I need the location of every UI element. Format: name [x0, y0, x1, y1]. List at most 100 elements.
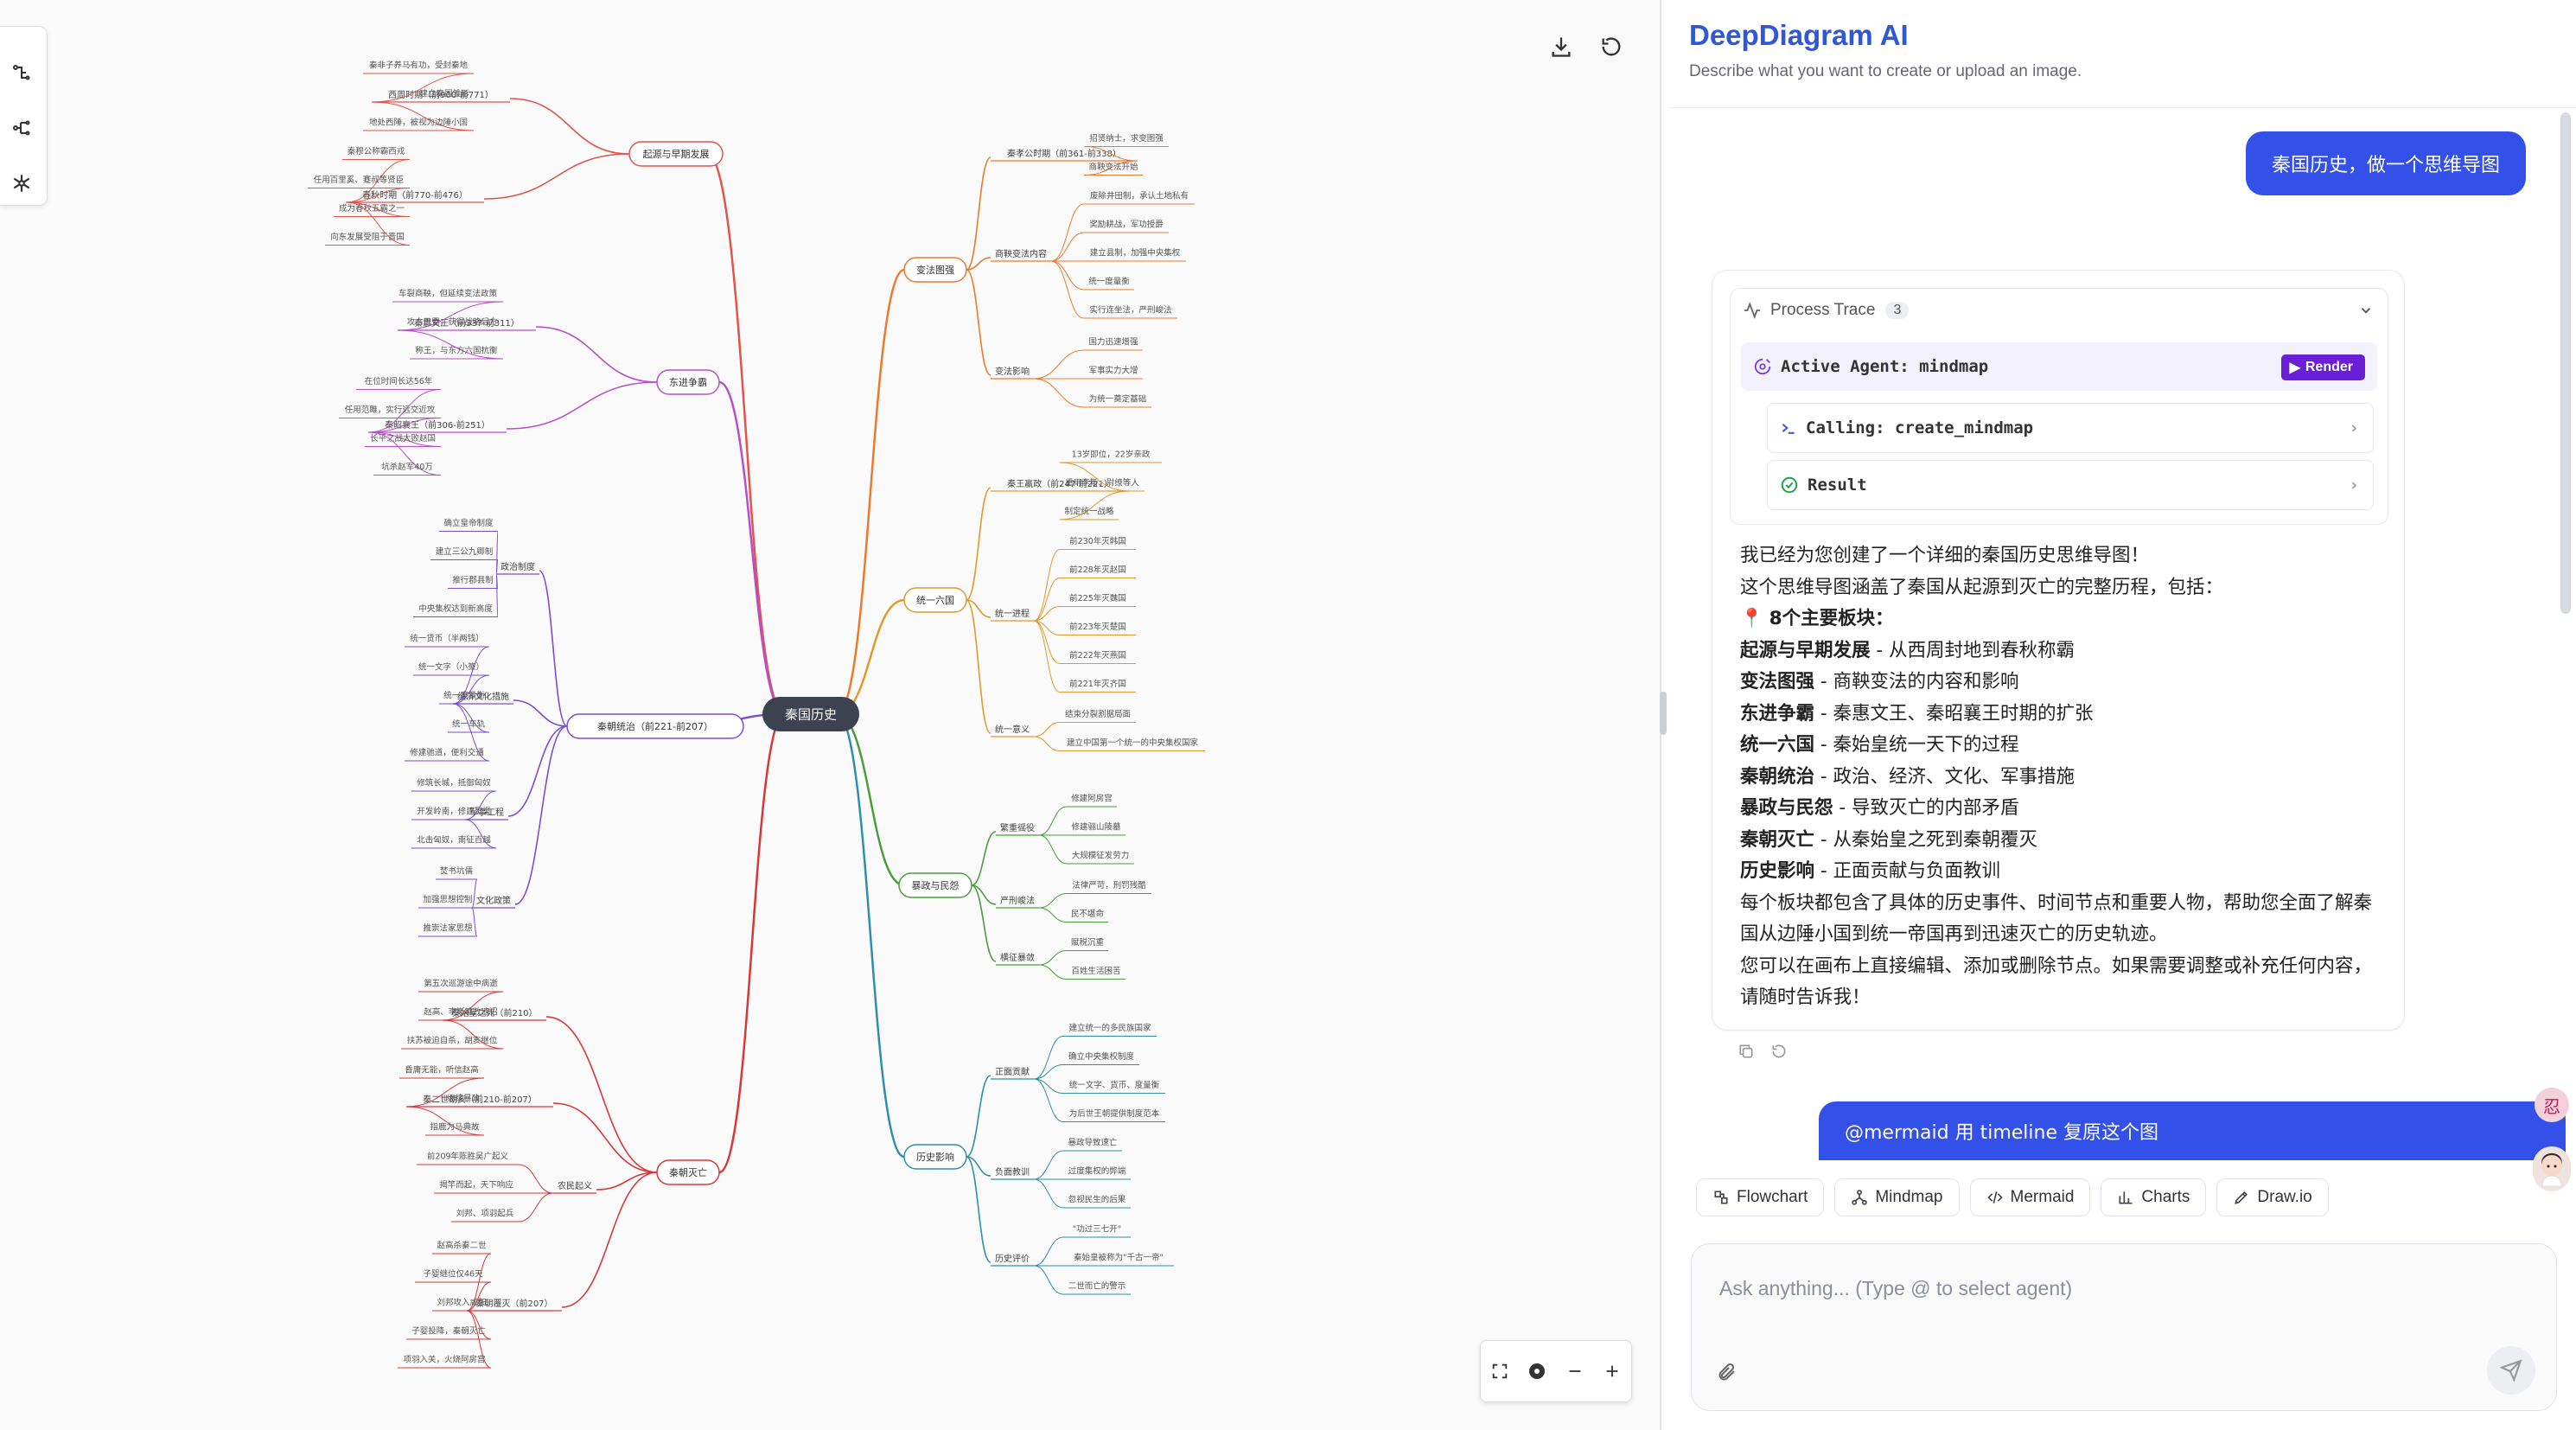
leaf-label[interactable]: 二世而亡的警示 [1068, 1281, 1126, 1292]
child-label[interactable]: 变法影响 [995, 366, 1030, 377]
leaf-label[interactable]: 秦始皇被称为"千古一帝" [1074, 1253, 1164, 1263]
leaf-label[interactable]: 统一文字、货币、度量衡 [1069, 1080, 1160, 1090]
panel-resize-handle[interactable] [1660, 692, 1667, 735]
chip-flowchart[interactable]: Flowchart [1696, 1178, 1825, 1216]
leaf-label[interactable]: 项羽入关，火烧阿房宫 [403, 1355, 485, 1365]
leaf-label[interactable]: 攻占巴蜀，获得战略后方 [407, 317, 498, 328]
reset-icon[interactable] [1594, 29, 1629, 64]
child-label[interactable]: 秦王嬴政（前247-前221） [1007, 478, 1113, 489]
leaf-label[interactable]: 结束分裂割据局面 [1065, 709, 1131, 719]
child-label[interactable]: 农民起义 [558, 1180, 592, 1191]
child-label[interactable]: 春秋时期（前770-前476） [362, 189, 468, 201]
leaf-label[interactable]: "功过三七开" [1073, 1224, 1121, 1235]
leaf-label[interactable]: 大规模征发劳力 [1072, 851, 1130, 861]
assistant-avatar[interactable] [2533, 1146, 2571, 1191]
leaf-label[interactable]: 实行连坐法，严刑峻法 [1089, 305, 1171, 316]
leaf-label[interactable]: 扶苏被迫自杀，胡亥继位 [407, 1036, 498, 1046]
leaf-label[interactable]: 揭竿而起，天下响应 [439, 1180, 513, 1191]
child-label[interactable]: 秦昭襄王（前306-前251） [385, 419, 490, 431]
leaf-label[interactable]: 北击匈奴，南征百越 [417, 835, 491, 846]
leaf-label[interactable]: 前228年灭赵国 [1069, 565, 1126, 575]
chip-charts[interactable]: Charts [2101, 1178, 2207, 1216]
leaf-label[interactable]: 确立中央集权制度 [1068, 1051, 1135, 1062]
child-label[interactable]: 负面教训 [995, 1166, 1030, 1178]
leaf-label[interactable]: 制定统一战略 [1064, 507, 1114, 517]
chat-input[interactable] [1718, 1270, 2499, 1306]
leaf-label[interactable]: 过度集权的弊端 [1068, 1166, 1126, 1177]
render-button[interactable]: ▶Render [2280, 354, 2365, 380]
send-button[interactable] [2487, 1346, 2535, 1395]
branch-label[interactable]: 历史影响 [916, 1152, 954, 1163]
leaf-label[interactable]: 加强思想控制 [423, 895, 472, 905]
leaf-label[interactable]: 招贤纳士，求变图强 [1089, 133, 1164, 144]
branch-label[interactable]: 暴政与民怨 [912, 879, 960, 891]
leaf-label[interactable]: 重用李斯、尉缭等人 [1065, 478, 1139, 488]
chip-mermaid[interactable]: Mermaid [1969, 1178, 2091, 1216]
mindmap-svg[interactable]: 起源与早期发展西周时期（前900-前771）秦非子养马有功，受封秦地建立秦国雏形… [0, 0, 1660, 1430]
leaf-label[interactable]: 修建阿房宫 [1071, 794, 1113, 804]
child-label[interactable]: 严刑峻法 [1000, 895, 1035, 906]
leaf-label[interactable]: 商鞅变法开始 [1088, 162, 1138, 172]
leaf-label[interactable]: 建立县制，加强中央集权 [1090, 248, 1181, 259]
leaf-label[interactable]: 向东发展受阻于晋国 [330, 232, 405, 242]
child-label[interactable]: 秦始皇之死（前210） [451, 1007, 537, 1018]
attach-icon[interactable] [1716, 1362, 1737, 1386]
chip-drawio[interactable]: Draw.io [2216, 1178, 2329, 1216]
branch-label[interactable]: 东进争霸 [669, 376, 707, 388]
leaf-label[interactable]: 称王，与东方六国抗衡 [415, 346, 498, 356]
leaf-label[interactable]: 忽视民生的后果 [1068, 1195, 1126, 1205]
zoom-in-icon[interactable] [1597, 1356, 1628, 1387]
leaf-label[interactable]: 统一度量衡 [443, 691, 485, 701]
leaf-label[interactable]: 焚书坑儒 [440, 866, 474, 877]
leaf-label[interactable]: 修建骊山陵墓 [1071, 822, 1121, 833]
leaf-label[interactable]: 前221年灭齐国 [1069, 679, 1126, 689]
leaf-label[interactable]: 法律严苛，刑罚残酷 [1072, 880, 1146, 891]
root-label[interactable]: 秦国历史 [785, 707, 837, 723]
leaf-label[interactable]: 建立秦国雏形 [419, 89, 469, 99]
child-label[interactable]: 秦惠文王（前337-前311） [414, 317, 520, 329]
child-label[interactable]: 秦孝公时期（前361-前338） [1007, 148, 1121, 159]
leaf-label[interactable]: 建立中国第一个统一的中央集权国家 [1067, 737, 1199, 748]
leaf-label[interactable]: 废除井田制，承认土地私有 [1090, 191, 1189, 201]
chip-mindmap[interactable]: Mindmap [1834, 1178, 1960, 1216]
leaf-label[interactable]: 修建驰道，便利交通 [410, 748, 484, 758]
branch-label[interactable]: 统一六国 [916, 595, 954, 606]
branch-label[interactable]: 起源与早期发展 [643, 148, 710, 160]
leaf-label[interactable]: 第五次巡游途中病逝 [424, 979, 498, 989]
leaf-label[interactable]: 赋税沉重 [1071, 937, 1105, 948]
branch-label[interactable]: 秦朝统治（前221-前207） [597, 720, 713, 732]
leaf-label[interactable]: 任用百里奚、蹇叔等贤臣 [314, 175, 405, 185]
leaf-label[interactable]: 刘邦、项羽起兵 [456, 1209, 514, 1219]
leaf-label[interactable]: 前223年灭楚国 [1069, 622, 1126, 632]
leaf-label[interactable]: 秦非子养马有功，受封秦地 [369, 61, 469, 71]
leaf-label[interactable]: 子婴投降，秦朝灭亡 [411, 1326, 486, 1337]
child-label[interactable]: 秦二世胡亥（前210-前207） [423, 1094, 537, 1105]
leaf-label[interactable]: 确立皇帝制度 [443, 518, 494, 528]
leaf-label[interactable]: 国力迅速增强 [1088, 337, 1138, 348]
leaf-label[interactable]: 暴政导致速亡 [1068, 1138, 1117, 1148]
leaf-label[interactable]: 刘邦攻入咸阳 [437, 1298, 486, 1308]
child-label[interactable]: 正面贡献 [995, 1066, 1030, 1077]
leaf-label[interactable]: 中央集权达到新高度 [418, 603, 493, 614]
leaf-label[interactable]: 奖励耕战，军功授爵 [1089, 220, 1164, 230]
leaf-label[interactable]: 军事实力大增 [1088, 366, 1138, 376]
retry-icon[interactable] [1770, 1043, 1788, 1063]
leaf-label[interactable]: 赵高、李斯篡改遗诏 [424, 1007, 498, 1018]
leaf-label[interactable]: 秦穆公称霸西戎 [348, 146, 405, 156]
branch-label[interactable]: 秦朝灭亡 [669, 1166, 707, 1178]
process-trace-header[interactable]: Process Trace 3 [1731, 289, 2388, 332]
leaf-label[interactable]: 前230年灭韩国 [1069, 536, 1126, 546]
child-label[interactable]: 经济文化措施 [457, 691, 509, 702]
leaf-label[interactable]: 为后世王朝提供制度范本 [1069, 1108, 1160, 1119]
child-label[interactable]: 统一进程 [995, 608, 1030, 619]
leaf-label[interactable]: 任用范雎，实行远交近攻 [345, 405, 436, 415]
leaf-label[interactable]: 前222年灭燕国 [1069, 650, 1126, 661]
mindmap-canvas[interactable]: 起源与早期发展西周时期（前900-前771）秦非子养马有功，受封秦地建立秦国雏形… [0, 0, 1661, 1430]
download-icon[interactable] [1544, 29, 1578, 64]
leaf-label[interactable]: 百姓生活困苦 [1071, 966, 1120, 976]
layout-tree-icon[interactable] [9, 115, 35, 141]
child-label[interactable]: 政治制度 [501, 561, 535, 572]
leaf-label[interactable]: 开发岭南，修建灵渠 [417, 807, 491, 817]
child-label[interactable]: 秦朝覆灭（前207） [475, 1298, 552, 1309]
branch-label[interactable]: 变法图强 [916, 264, 954, 276]
